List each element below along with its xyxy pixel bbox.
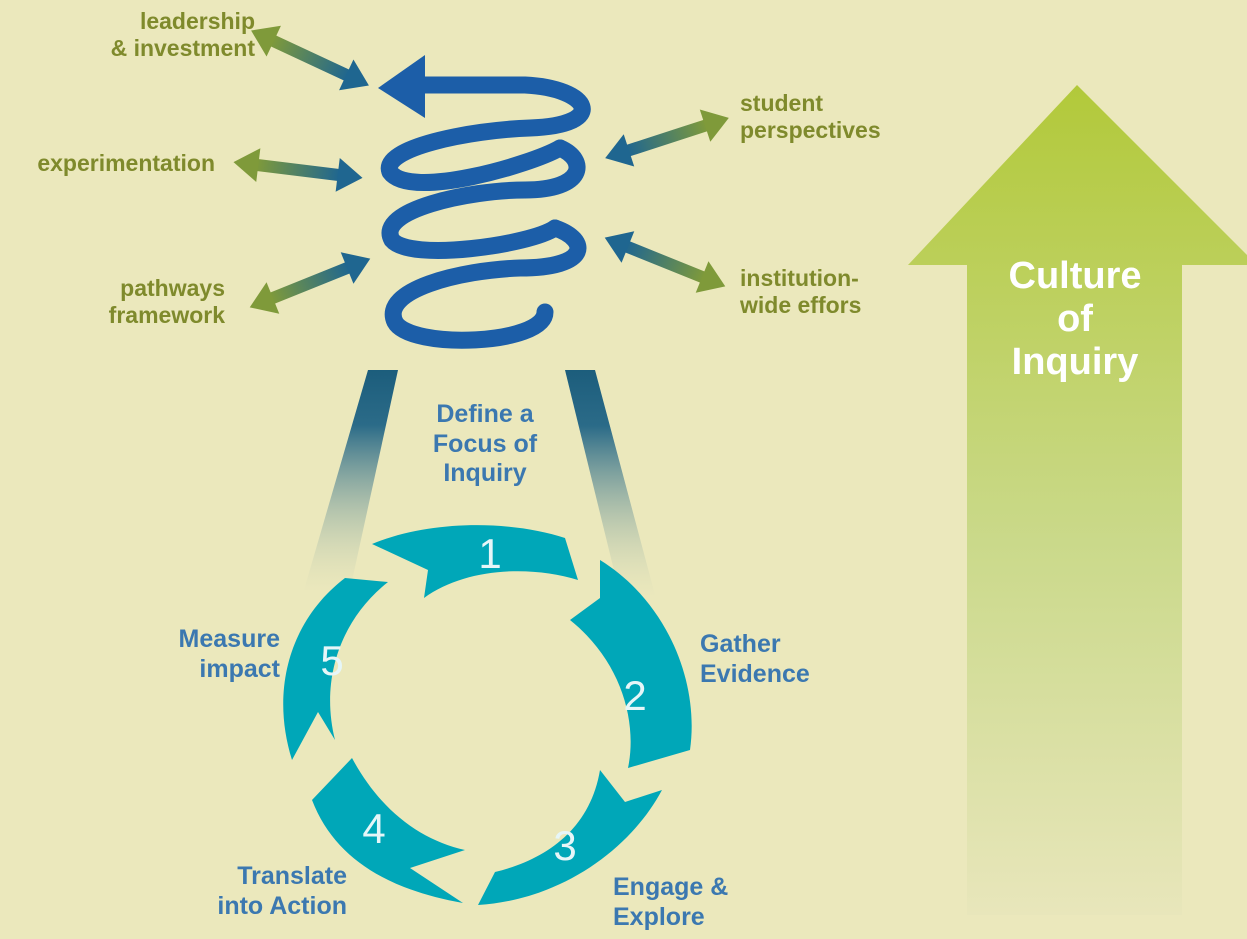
cycle-segment-3 bbox=[478, 770, 662, 905]
step-number-3: 3 bbox=[553, 822, 576, 869]
influence-student: student perspectives bbox=[740, 90, 881, 144]
influence-arrow-pathways bbox=[249, 252, 371, 314]
influence-leadership: leadership & investment bbox=[110, 8, 255, 62]
step-number-1: 1 bbox=[478, 530, 501, 577]
step-label-2: Gather Evidence bbox=[700, 630, 810, 688]
influence-arrow-student bbox=[605, 109, 729, 167]
influence-arrow-institution bbox=[604, 231, 726, 293]
left-pillar bbox=[304, 370, 398, 590]
cycle-segment-5 bbox=[283, 578, 388, 760]
influence-arrow-leadership bbox=[251, 25, 369, 91]
influence-pathways: pathways framework bbox=[108, 275, 225, 329]
influence-experimentation: experimentation bbox=[37, 150, 215, 176]
culture-of-inquiry-label: Culture of Inquiry bbox=[1008, 255, 1142, 383]
cycle-segment-1 bbox=[372, 525, 578, 598]
cycle-segment-2 bbox=[570, 560, 692, 768]
step-label-3: Engage & Explore bbox=[613, 873, 729, 931]
step-label-1: Define a Focus of Inquiry bbox=[432, 400, 538, 487]
step-number-4: 4 bbox=[362, 805, 385, 852]
step-label-5: Measure impact bbox=[178, 625, 280, 683]
influence-arrow-experimentation bbox=[233, 148, 363, 192]
spiral-icon bbox=[380, 76, 591, 349]
step-number-5: 5 bbox=[320, 637, 343, 684]
cycle-segment-4 bbox=[312, 758, 465, 903]
step-label-4: Translate into Action bbox=[217, 862, 347, 920]
cycle-icon bbox=[283, 525, 692, 905]
culture-arrow bbox=[908, 85, 1247, 915]
spiral-arrowhead-icon bbox=[378, 55, 425, 118]
influence-institution: institution- wide effors bbox=[740, 265, 862, 319]
right-pillar bbox=[565, 370, 655, 595]
step-number-2: 2 bbox=[623, 672, 646, 719]
